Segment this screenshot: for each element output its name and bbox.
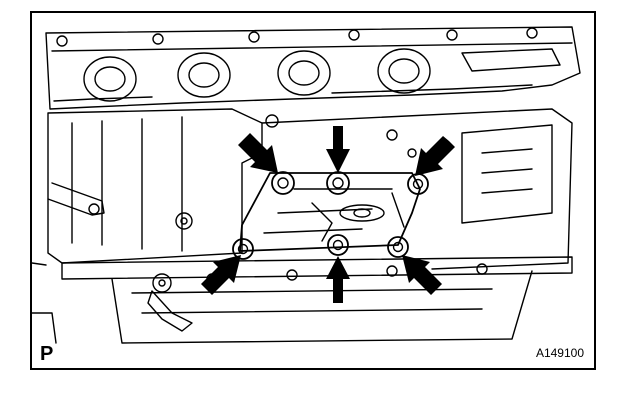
port-2 [177,52,231,98]
bolt-bottom-left [232,238,254,260]
arrow-top-center [326,126,350,173]
port-1 [83,56,137,102]
figure-id-label: A149100 [535,346,584,360]
arrow-bottom-left [201,255,241,295]
arrow-bottom-center [326,256,350,303]
bolt-top-center [326,171,350,195]
arrow-top-right [415,136,455,176]
bolt-bottom-right [387,236,409,258]
port-4 [377,48,431,94]
bolt-top-left [271,171,295,195]
view-letter-label: P [40,343,54,365]
cylinder-head [45,26,581,110]
oil-pan [61,256,573,344]
engine-illustration [32,26,581,344]
arrow-bottom-right [402,255,442,295]
diagram-frame: P A149100 [30,11,596,370]
engine-block [32,108,573,344]
arrow-top-left [238,133,278,173]
bolt-bottom-center [327,234,349,256]
port-3 [277,50,331,96]
